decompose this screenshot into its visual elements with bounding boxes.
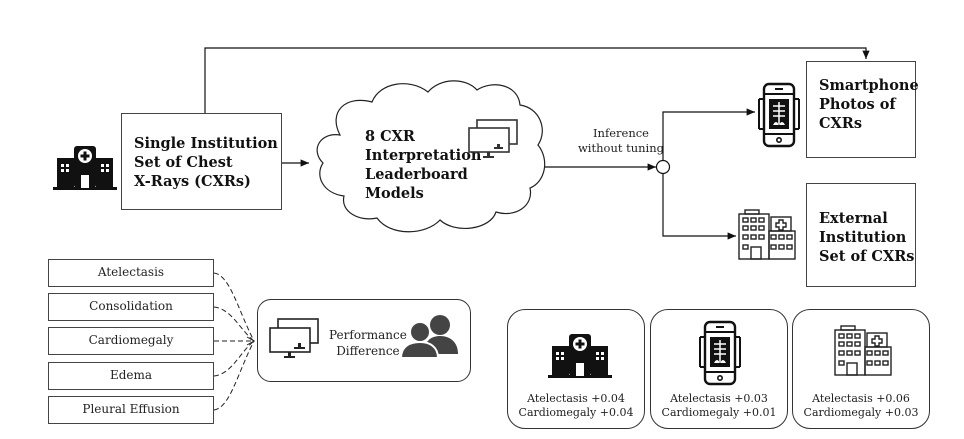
result-line: Cardiomegaly +0.03 bbox=[803, 406, 919, 419]
disease-box: Pleural Effusion bbox=[48, 396, 214, 424]
models-label-line: Models bbox=[365, 185, 424, 202]
result-values: Atelectasis +0.03 Cardiomegaly +0.01 bbox=[651, 392, 787, 420]
performance-label-line: Performance bbox=[329, 328, 407, 342]
external-label-line: External bbox=[819, 210, 888, 227]
performance-label: Performance Difference bbox=[329, 327, 407, 359]
inference-label-line: Inference bbox=[593, 126, 649, 140]
performance-difference-box bbox=[257, 299, 471, 382]
external-hospital-icon bbox=[833, 325, 893, 381]
result-line: Cardiomegaly +0.04 bbox=[518, 406, 634, 419]
source-dataset-box: Single Institution Set of Chest X-Rays (… bbox=[121, 113, 282, 210]
result-card-single-institution: Atelectasis +0.04 Cardiomegaly +0.04 bbox=[507, 309, 645, 429]
disease-box: Consolidation bbox=[48, 293, 214, 321]
disease-box: Cardiomegaly bbox=[48, 327, 214, 355]
result-values: Atelectasis +0.06 Cardiomegaly +0.03 bbox=[793, 392, 929, 420]
smartphone-photos-box: Smartphone Photos of CXRs bbox=[806, 61, 919, 158]
junction-to-smartphone-arrow bbox=[662, 108, 755, 160]
result-line: Atelectasis +0.03 bbox=[670, 392, 768, 405]
users-icon bbox=[399, 314, 460, 362]
source-label-line: Single Institution bbox=[134, 135, 278, 152]
result-card-smartphone: Atelectasis +0.03 Cardiomegaly +0.01 bbox=[650, 309, 788, 429]
result-line: Atelectasis +0.04 bbox=[527, 392, 625, 405]
source-label-line: X-Rays (CXRs) bbox=[134, 173, 251, 190]
result-line: Cardiomegaly +0.01 bbox=[661, 406, 777, 419]
junction-to-external-arrow bbox=[662, 174, 736, 240]
bypass-connector bbox=[204, 47, 870, 113]
hospital-icon bbox=[53, 144, 117, 194]
disease-box: Atelectasis bbox=[48, 259, 214, 287]
disease-box: Edema bbox=[48, 362, 214, 390]
inference-label-line: without tuning bbox=[577, 141, 665, 155]
result-line: Atelectasis +0.06 bbox=[812, 392, 910, 405]
junction-node bbox=[655, 159, 671, 175]
models-cloud bbox=[316, 80, 546, 233]
external-institution-box: External Institution Set of CXRs bbox=[806, 183, 916, 287]
models-label-line: 8 CXR bbox=[365, 128, 415, 145]
external-label-line: Institution bbox=[819, 229, 907, 246]
monitors-icon bbox=[468, 119, 520, 165]
result-values: Atelectasis +0.04 Cardiomegaly +0.04 bbox=[508, 392, 644, 420]
hospital-icon bbox=[548, 332, 612, 382]
external-label-line: Set of CXRs bbox=[819, 248, 915, 265]
models-label: 8 CXR Interpretation Leaderboard Models bbox=[365, 127, 481, 203]
result-card-external-institution: Atelectasis +0.06 Cardiomegaly +0.03 bbox=[792, 309, 930, 429]
models-label-line: Interpretation bbox=[365, 147, 482, 164]
inference-label: Inference without tuning bbox=[562, 126, 680, 156]
models-label-line: Leaderboard bbox=[365, 166, 468, 183]
external-hospital-icon bbox=[737, 209, 797, 265]
monitors-icon bbox=[268, 318, 322, 366]
smartphone-xray-icon bbox=[756, 82, 802, 152]
smartphone-xray-icon bbox=[697, 320, 743, 390]
smartphone-label-line: Smartphone bbox=[819, 77, 919, 94]
performance-label-line: Difference bbox=[336, 344, 400, 358]
smartphone-label-line: Photos of bbox=[819, 96, 896, 113]
source-label-line: Set of Chest bbox=[134, 154, 233, 171]
disease-connectors bbox=[213, 272, 255, 411]
smartphone-label-line: CXRs bbox=[819, 115, 863, 132]
